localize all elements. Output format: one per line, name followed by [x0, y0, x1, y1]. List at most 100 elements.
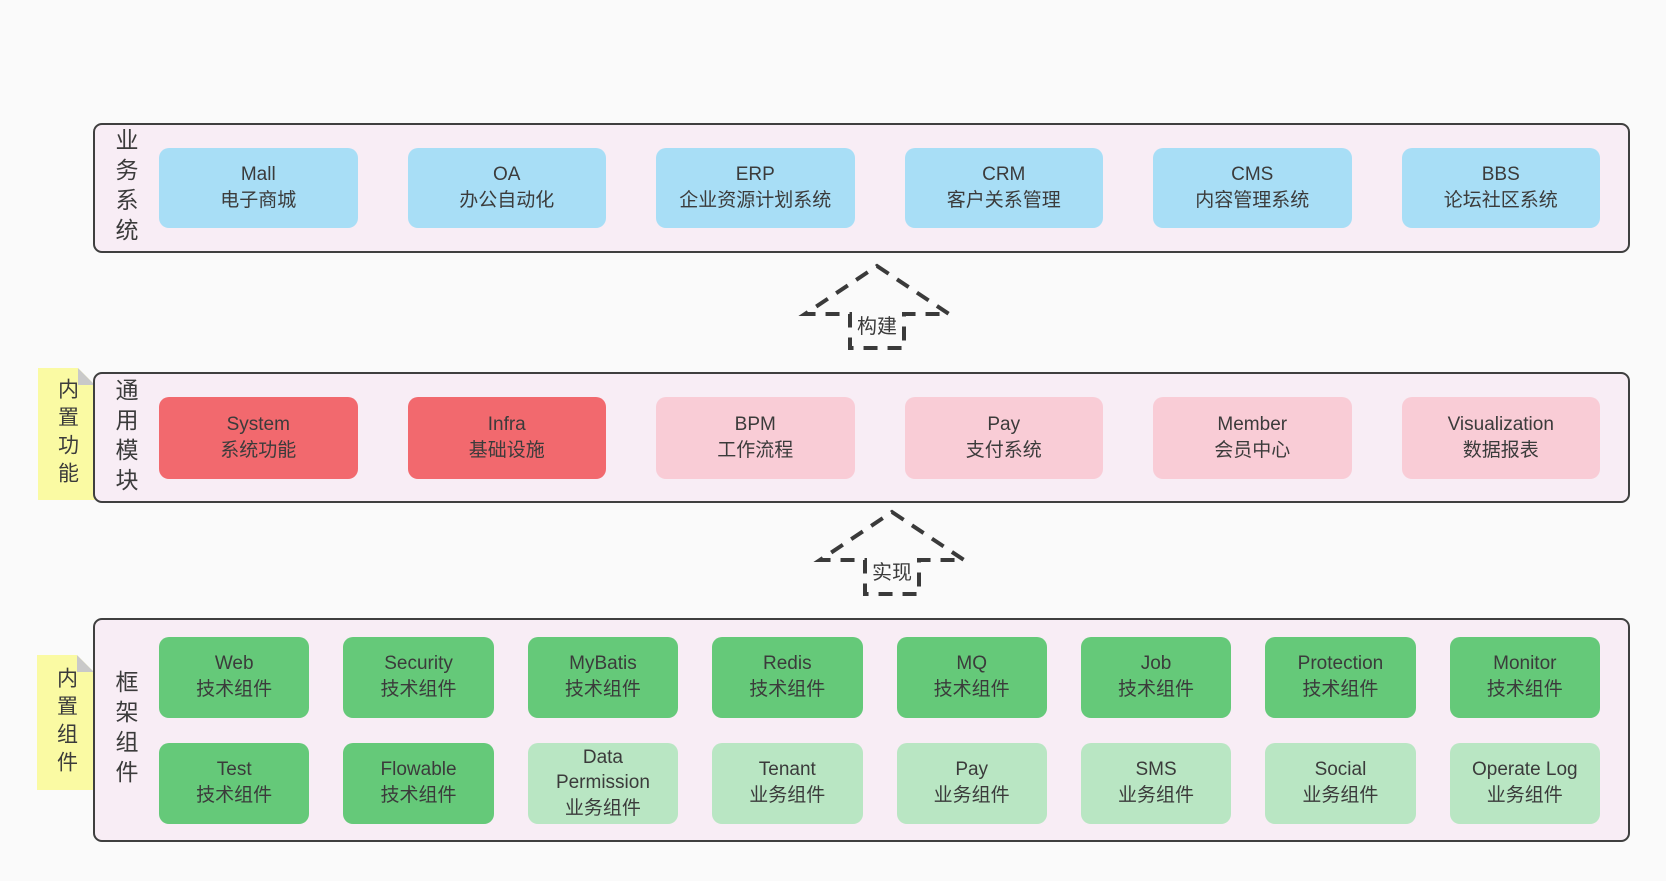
box-name-en: CMS — [1231, 164, 1274, 186]
arrow-label-implement: 实现 — [869, 556, 915, 585]
box-name-en: SMS — [1135, 759, 1177, 781]
box-name-zh: 技术组件 — [933, 679, 1010, 700]
diagram-box-sms: SMS 业务组件 — [1080, 742, 1232, 824]
box-name-zh: 业务组件 — [564, 797, 641, 819]
diagram-box-bbs: BBS 论坛社区系统 — [1401, 148, 1600, 228]
layer-label-framework-components: 框架组件 — [112, 670, 138, 790]
box-name-en: Data Permission — [555, 746, 650, 794]
diagram-box-system: System 系统功能 — [159, 396, 358, 479]
box-name-en: Flowable — [380, 759, 457, 781]
box-name-en: MyBatis — [569, 653, 637, 675]
box-name-en: System — [226, 413, 290, 435]
diagram-box-social: Social 业务组件 — [1265, 742, 1416, 824]
diagram-box-member: Member 会员中心 — [1153, 396, 1352, 479]
box-name-zh: 电子商城 — [220, 190, 297, 211]
box-name-en: Redis — [763, 653, 812, 675]
box-name-en: Tenant — [758, 759, 816, 781]
layer-label-common-modules: 通用模块 — [112, 377, 138, 498]
diagram-box-tenant: Tenant 业务组件 — [712, 742, 863, 824]
box-name-zh: 业务组件 — [1302, 785, 1379, 806]
box-name-en: Job — [1140, 653, 1172, 675]
arrow-build: 构建 — [797, 262, 957, 352]
box-name-en: Monitor — [1493, 653, 1557, 675]
box-name-zh: 技术组件 — [196, 679, 273, 700]
box-name-en: Operate Log — [1471, 759, 1578, 781]
diagram-box-visualization: Visualization 数据报表 — [1401, 396, 1600, 479]
box-name-en: Social — [1314, 759, 1367, 781]
arrow-implement: 实现 — [812, 508, 972, 598]
box-name-en: OA — [493, 164, 521, 186]
box-name-zh: 工作流程 — [717, 439, 794, 461]
box-name-zh: 技术组件 — [1486, 679, 1563, 700]
box-name-zh: 技术组件 — [749, 679, 826, 700]
box-name-en: CRM — [982, 164, 1026, 186]
box-name-zh: 技术组件 — [196, 785, 273, 806]
box-name-zh: 客户关系管理 — [946, 190, 1061, 211]
diagram-box-bpm: BPM 工作流程 — [656, 396, 855, 479]
box-name-en: Security — [384, 653, 453, 675]
box-name-zh: 支付系统 — [965, 439, 1042, 461]
diagram-box-cms: CMS 内容管理系统 — [1153, 148, 1352, 228]
box-name-zh: 会员中心 — [1214, 439, 1291, 461]
box-name-zh: 技术组件 — [380, 785, 457, 806]
box-name-en: BBS — [1481, 164, 1520, 186]
box-name-en: Test — [216, 759, 252, 781]
box-name-zh: 技术组件 — [1118, 679, 1195, 700]
box-name-en: Web — [214, 653, 254, 675]
diagram-box-data-permission: Data Permission 业务组件 — [527, 742, 679, 824]
box-name-zh: 业务组件 — [1486, 785, 1563, 806]
layer-label-business-systems: 业务系统 — [112, 128, 138, 248]
box-name-en: ERP — [735, 164, 775, 186]
diagram-box-test: Test 技术组件 — [159, 742, 310, 824]
arrow-label-build: 构建 — [854, 310, 900, 339]
sticky-note-label: 内置组件 — [54, 666, 78, 779]
box-name-en: Pay — [955, 759, 989, 781]
box-name-en: BPM — [734, 413, 776, 435]
box-name-en: MQ — [956, 653, 987, 675]
box-name-zh: 内容管理系统 — [1195, 190, 1310, 211]
folded-corner-icon — [77, 655, 94, 672]
box-name-en: Infra — [487, 413, 526, 435]
box-name-zh: 数据报表 — [1462, 439, 1539, 461]
box-name-zh: 系统功能 — [220, 439, 297, 461]
diagram-box-web: Web 技术组件 — [159, 636, 310, 718]
box-name-zh: 技术组件 — [380, 679, 457, 700]
box-name-en: Visualization — [1447, 413, 1554, 435]
box-name-en: Member — [1217, 413, 1288, 435]
diagram-box-security: Security 技术组件 — [343, 636, 494, 718]
dashed-up-arrow-icon — [813, 509, 971, 596]
box-name-en: Mall — [240, 164, 276, 186]
diagram-box-redis: Redis 技术组件 — [712, 636, 863, 718]
box-name-zh: 业务组件 — [749, 785, 826, 806]
folded-corner-icon — [78, 368, 95, 385]
diagram-box-mq: MQ 技术组件 — [896, 636, 1047, 718]
dashed-up-arrow-icon — [798, 263, 956, 350]
diagram-box-job: Job 技术组件 — [1080, 636, 1232, 718]
box-name-zh: 技术组件 — [564, 679, 641, 700]
diagram-box-monitor: Monitor 技术组件 — [1449, 636, 1600, 718]
box-name-zh: 业务组件 — [1118, 785, 1195, 806]
diagram-box-infra: Infra 基础设施 — [407, 396, 606, 479]
box-name-en: Protection — [1297, 653, 1384, 675]
diagram-box-mall: Mall 电子商城 — [159, 148, 358, 228]
box-name-zh: 业务组件 — [933, 785, 1010, 806]
diagram-box-crm: CRM 客户关系管理 — [904, 148, 1103, 228]
diagram-box-mybatis: MyBatis 技术组件 — [527, 636, 679, 718]
diagram-box-flowable: Flowable 技术组件 — [343, 742, 494, 824]
box-name-zh: 基础设施 — [468, 439, 545, 461]
box-name-zh: 论坛社区系统 — [1443, 190, 1558, 211]
